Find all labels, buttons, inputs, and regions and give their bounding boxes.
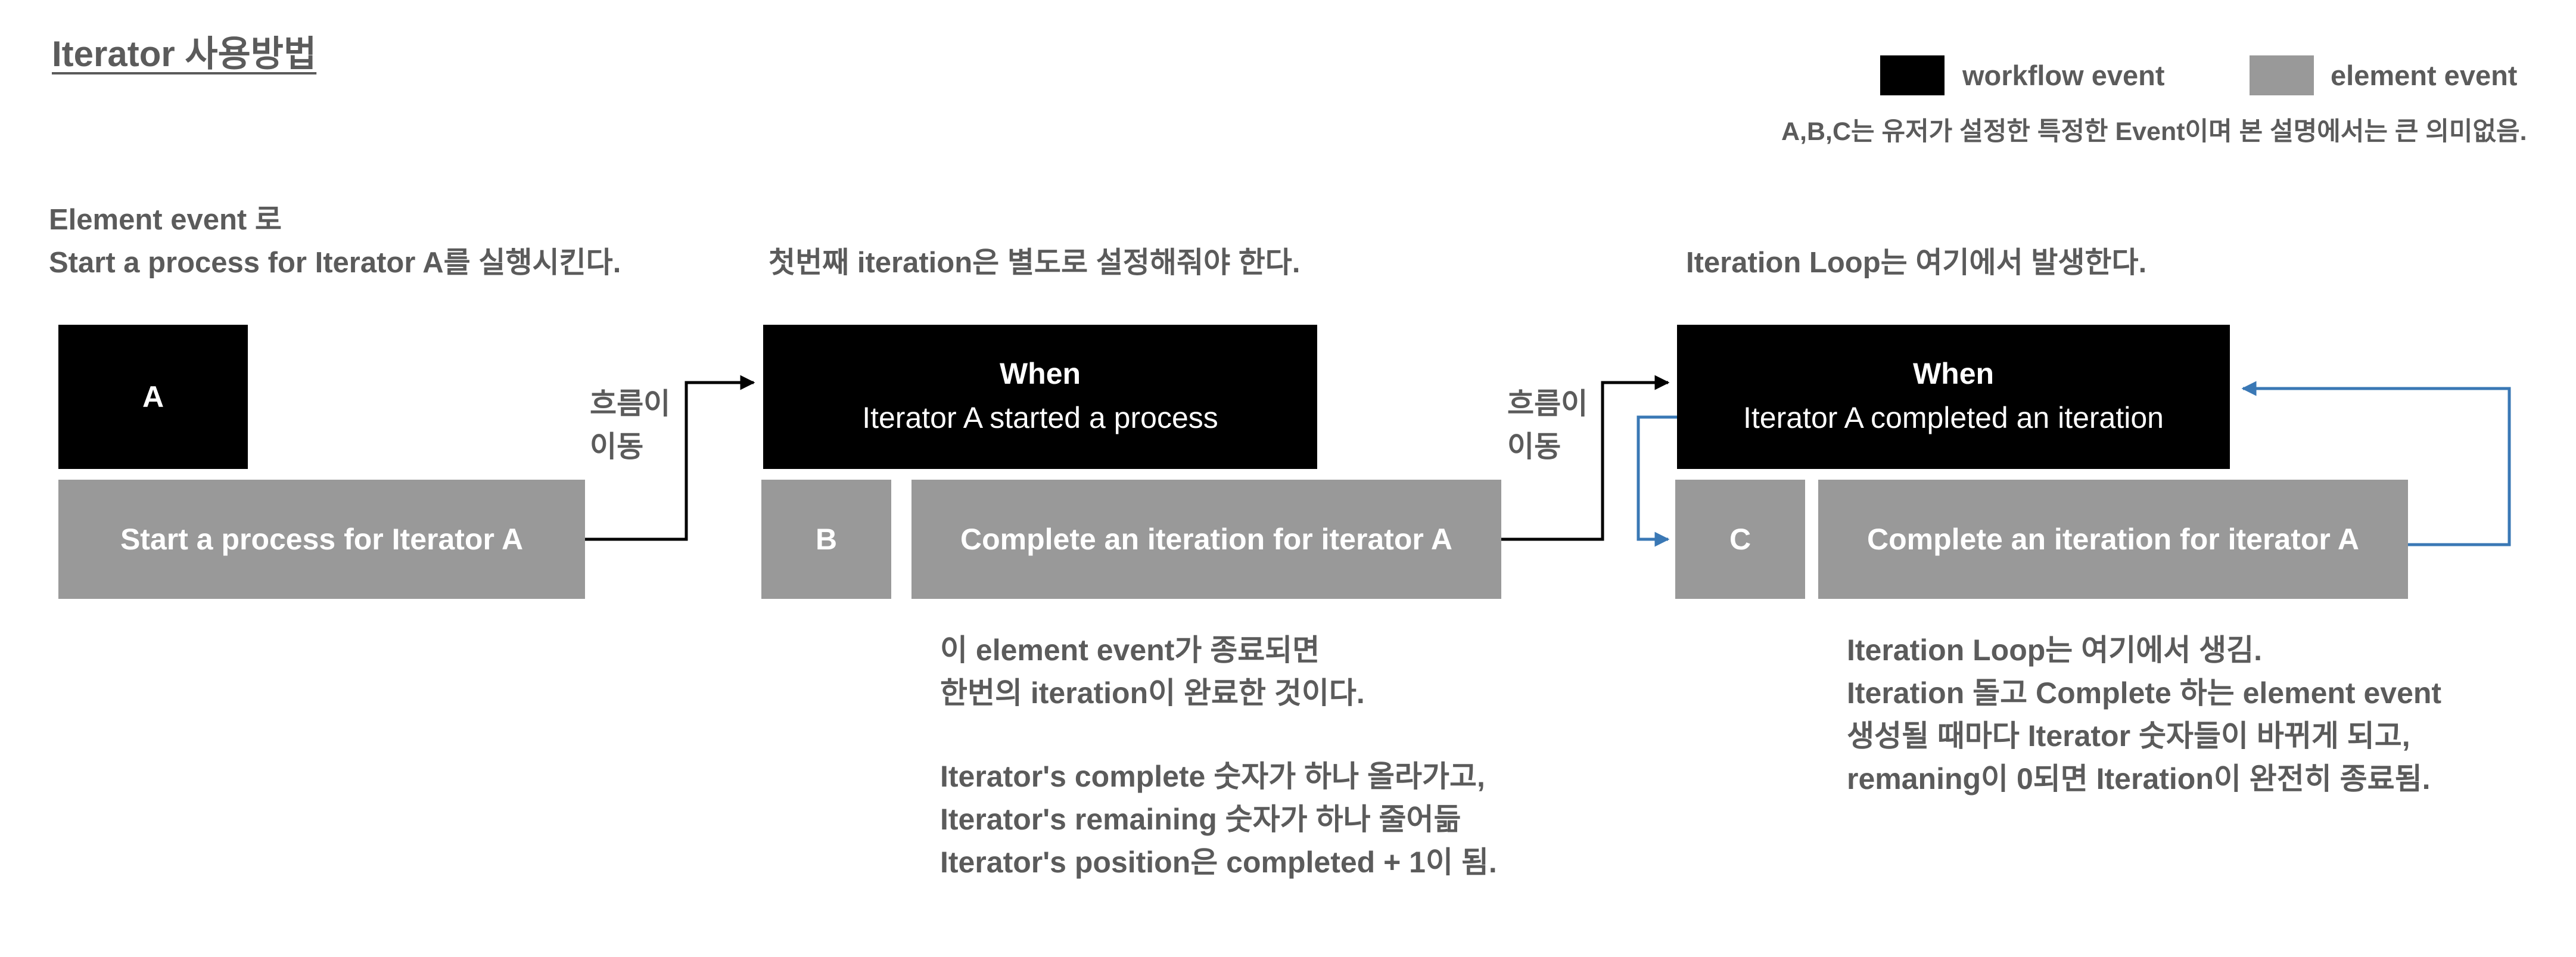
when1-heading: When bbox=[999, 357, 1081, 390]
workflow-event-when-completed[interactable]: When Iterator A completed an iteration bbox=[1677, 325, 2230, 469]
desc-middle-line: Iterator's position은 completed + 1이 됨. bbox=[940, 846, 1497, 879]
desc-right-line: 생성될 때마다 Iterator 숫자들이 바뀌게 되고, bbox=[1847, 719, 2410, 753]
complete2-label: Complete an iteration for iterator A bbox=[1866, 523, 2360, 556]
box-c-label: C bbox=[1729, 523, 1751, 556]
when1-text: Iterator A started a process bbox=[862, 401, 1218, 434]
flow-label-2: 흐름이 이동 bbox=[1507, 383, 1591, 468]
flow-label-1-line1: 흐름이 bbox=[590, 388, 671, 420]
start-process-label: Start a process for Iterator A bbox=[120, 523, 524, 556]
legend-note: A,B,C는 유저가 설정한 특정한 Event이며 본 설명에서는 큰 의미없… bbox=[1781, 117, 2527, 146]
flow-label-2-line2: 이동 bbox=[1507, 431, 1561, 463]
flow-arrow-1 bbox=[585, 375, 755, 541]
desc-right-line: Iteration 돌고 Complete 하는 element event bbox=[1847, 676, 2442, 710]
element-event-complete-iteration-1[interactable]: Complete an iteration for iterator A bbox=[911, 480, 1501, 599]
desc-middle-line: 한번의 iteration이 완료한 것이다. bbox=[940, 676, 1365, 710]
flow-label-1: 흐름이 이동 bbox=[590, 383, 673, 468]
element-event-b[interactable]: B bbox=[761, 480, 891, 599]
flow-label-2-line1: 흐름이 bbox=[1507, 388, 1588, 420]
when2-text: Iterator A completed an iteration bbox=[1743, 401, 2164, 434]
element-event-c[interactable]: C bbox=[1675, 480, 1805, 599]
desc-middle-line: Iterator's remaining 숫자가 하나 줄어듦 bbox=[940, 803, 1461, 836]
flow-arrow-2 bbox=[1501, 375, 1670, 541]
box-b-label: B bbox=[815, 523, 838, 556]
element-event-complete-iteration-2[interactable]: Complete an iteration for iterator A bbox=[1818, 480, 2408, 599]
caption-col2: 첫번째 iteration은 별도로 설정해줘야 한다. bbox=[769, 247, 1301, 279]
description-middle: 이 element event가 종료되면 한번의 iteration이 완료한… bbox=[940, 629, 1497, 884]
flow-label-1-line2: 이동 bbox=[590, 431, 644, 463]
desc-middle-line: 이 element event가 종료되면 bbox=[940, 633, 1320, 667]
element-event-start-process[interactable]: Start a process for Iterator A bbox=[58, 480, 585, 599]
element-event-label: element event bbox=[2331, 60, 2518, 91]
description-right: Iteration Loop는 여기에서 생김. Iteration 돌고 Co… bbox=[1847, 629, 2441, 800]
element-event-swatch bbox=[2250, 55, 2314, 95]
complete1-label: Complete an iteration for iterator A bbox=[960, 523, 1453, 556]
desc-middle-line: Iterator's complete 숫자가 하나 올라가고, bbox=[940, 760, 1485, 793]
box-a-label: A bbox=[142, 380, 164, 414]
workflow-event-a[interactable]: A bbox=[58, 325, 248, 469]
loop-arrow-outer bbox=[2241, 381, 2511, 546]
workflow-event-when-started[interactable]: When Iterator A started a process bbox=[763, 325, 1317, 469]
desc-right-line: remaning이 0되면 Iteration이 완전히 종료됨. bbox=[1847, 762, 2431, 796]
page-title: Iterator 사용방법 bbox=[52, 34, 317, 74]
caption-col1: Element event 로 Start a process for Iter… bbox=[49, 204, 621, 279]
loop-arrow-inner bbox=[1637, 415, 1677, 547]
workflow-event-swatch bbox=[1880, 55, 1945, 95]
when2-heading: When bbox=[1912, 357, 1995, 390]
caption-col3: Iteration Loop는 여기에서 발생한다. bbox=[1686, 247, 2147, 279]
desc-right-line: Iteration Loop는 여기에서 생김. bbox=[1847, 633, 2262, 667]
workflow-event-label: workflow event bbox=[1962, 60, 2165, 91]
